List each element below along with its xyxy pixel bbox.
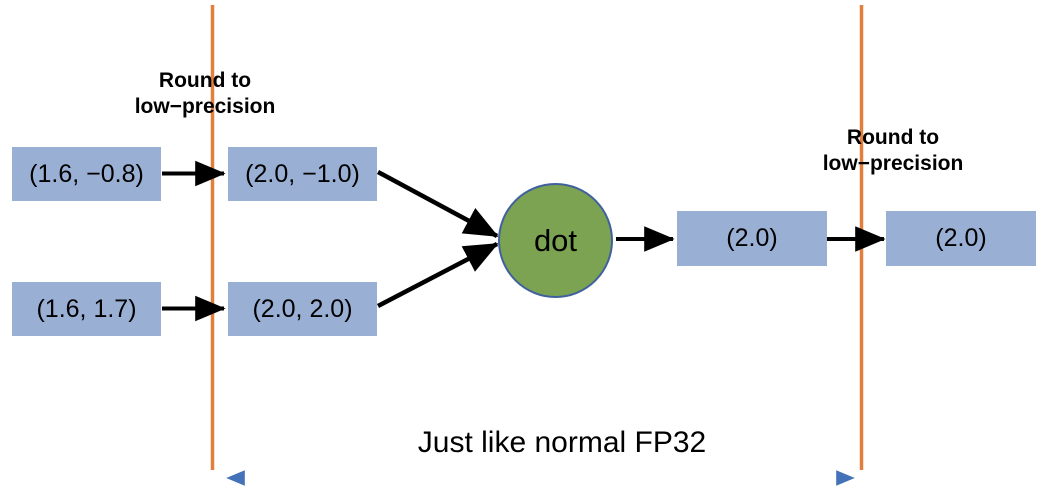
rounded-box-a: (2.0, −1.0): [228, 147, 377, 201]
arrow-rounded-b-to-dot: [376, 242, 499, 308]
rounded-box-b: (2.0, 2.0): [228, 282, 377, 336]
input-box-b: (1.6, 1.7): [12, 282, 161, 336]
input-box-a: (1.6, −0.8): [12, 147, 161, 201]
dot-operation-node: dot: [498, 183, 613, 298]
span-caption-text: Just like normal FP32: [417, 426, 707, 459]
dot-result-box: (2.0): [677, 211, 827, 266]
round-to-low-precision-label-left: Round to low−precision: [134, 69, 276, 118]
arrow-rounded-a-to-dot: [376, 170, 499, 238]
final-result-box: (2.0): [886, 211, 1036, 266]
round-to-low-precision-label-right: Round to low−precision: [822, 126, 964, 175]
